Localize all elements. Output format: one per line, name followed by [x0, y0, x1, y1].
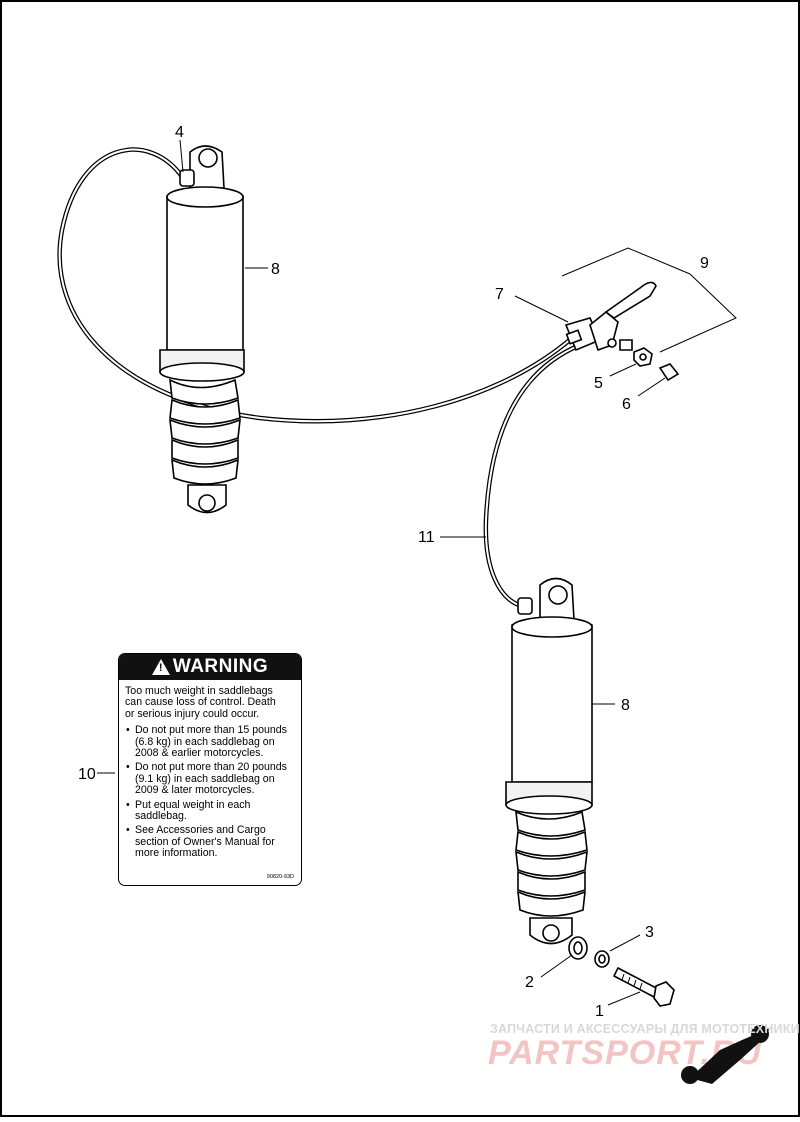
callout-6: 6 [622, 396, 631, 413]
dust-boot-lower [515, 810, 588, 917]
warning-item: Put equal weight in each saddlebag. [125, 799, 295, 823]
callout-3: 3 [645, 924, 654, 941]
watermark-logo: PARTSPORT.RU [488, 1025, 770, 1084]
warning-intro: Too much weight in saddlebags can cause … [125, 685, 276, 720]
warning-part-code: 90820-93D [266, 874, 294, 880]
warning-item: See Accessories and Cargo section of Own… [125, 825, 295, 859]
warning-item: Do not put more than 20 pounds (9.1 kg) … [125, 762, 295, 796]
callout-1: 1 [595, 1003, 604, 1020]
watermark-tagline: ЗАПЧАСТИ И АКСЕССУАРЫ ДЛЯ МОТОТЕХНИКИ [490, 1022, 800, 1036]
callout-2: 2 [525, 974, 534, 991]
air-valve-manifold [564, 281, 657, 352]
motorcycle-icon [681, 1025, 770, 1084]
warning-decal: ! WARNING Too much weight in saddlebags … [118, 653, 302, 886]
leader-lines [97, 139, 737, 1006]
callout-8-lower: 8 [621, 697, 630, 714]
nut-5 [633, 347, 653, 367]
callout-4: 4 [175, 124, 184, 141]
warning-title: WARNING [172, 656, 269, 677]
callout-8-upper: 8 [271, 261, 280, 278]
callout-5: 5 [594, 375, 603, 392]
shock-absorber-lower [505, 577, 593, 945]
air-hose-upper [57, 147, 575, 424]
callout-11: 11 [418, 529, 435, 546]
air-hose-11 [483, 342, 583, 609]
callout-9: 9 [700, 255, 709, 272]
lock-washer-3 [594, 950, 610, 968]
callout-10: 10 [78, 766, 96, 783]
warning-header: ! WARNING [119, 654, 301, 680]
warning-triangle-icon: ! [151, 659, 170, 675]
callout-7: 7 [495, 286, 504, 303]
dust-boot-upper [169, 378, 241, 485]
shock-absorber-upper [159, 145, 245, 514]
warning-body: Too much weight in saddlebags can cause … [119, 680, 301, 860]
valve-cap-6 [658, 363, 680, 382]
warning-item: Do not put more than 15 pounds (6.8 kg) … [125, 724, 295, 759]
washer-2 [568, 936, 588, 960]
bolt-1 [612, 966, 675, 1007]
